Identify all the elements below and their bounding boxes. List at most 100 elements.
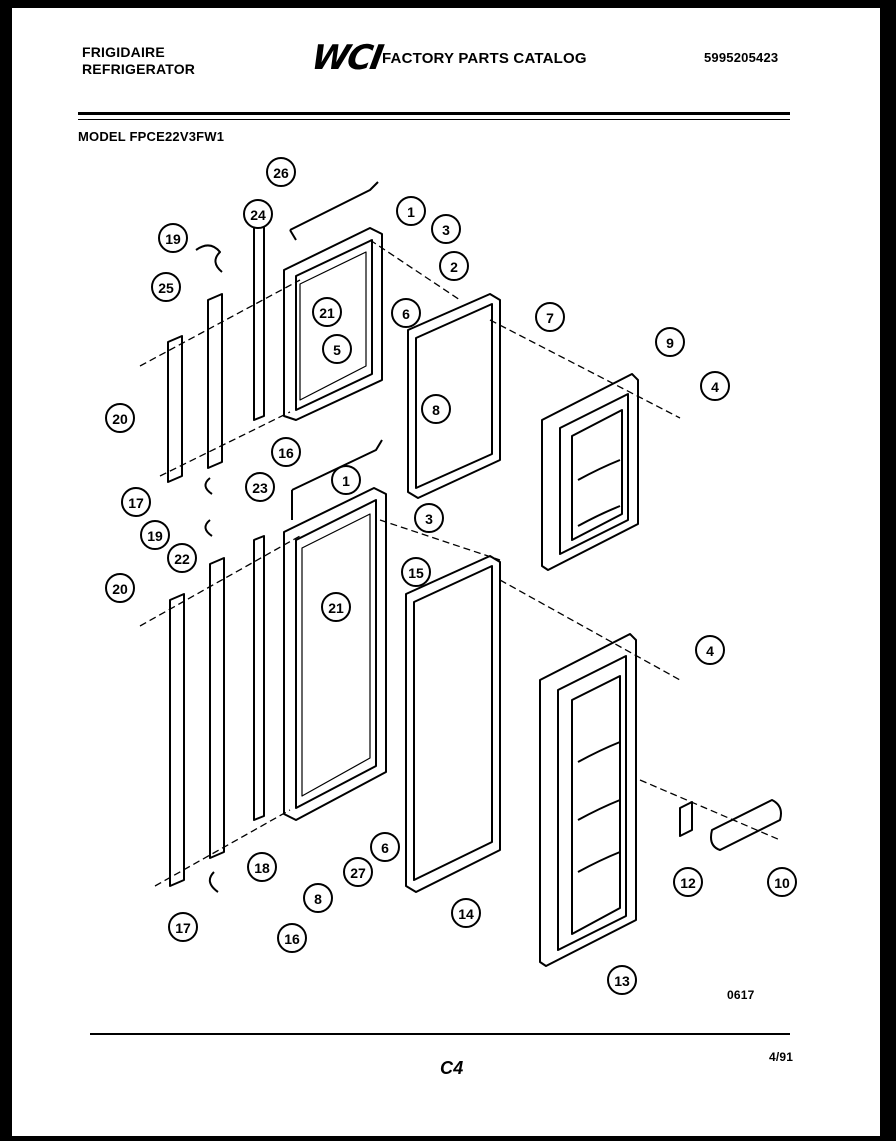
part-callout-22: 22 xyxy=(167,543,197,573)
part-callout-16: 16 xyxy=(277,923,307,953)
part-callout-2: 2 xyxy=(439,251,469,281)
callout-label: 20 xyxy=(112,581,128,597)
lower-door-liner xyxy=(283,487,387,821)
lower-door-trim xyxy=(169,593,185,887)
upper-outer-door xyxy=(541,373,639,571)
catalog-title: FACTORY PARTS CATALOG xyxy=(382,50,587,67)
part-callout-9: 9 xyxy=(655,327,685,357)
part-callout-19: 19 xyxy=(158,223,188,253)
callout-circle xyxy=(321,592,351,622)
part-callout-6: 6 xyxy=(370,832,400,862)
callout-label: 4 xyxy=(706,643,714,659)
callout-label: 17 xyxy=(175,920,191,936)
part-callout-16: 16 xyxy=(271,437,301,467)
callout-circle xyxy=(396,196,426,226)
part-callout-27: 27 xyxy=(343,857,373,887)
part-callout-15: 15 xyxy=(401,557,431,587)
callout-circle xyxy=(266,157,296,187)
callout-label: 27 xyxy=(350,865,366,881)
callout-label: 9 xyxy=(666,335,674,351)
callout-label: 8 xyxy=(432,402,440,418)
figure-code: 0617 xyxy=(727,988,755,1002)
upper-breaker-strip xyxy=(253,221,265,421)
lower-door-handle xyxy=(209,557,225,859)
part-callout-4: 4 xyxy=(700,371,730,401)
part-callout-10: 10 xyxy=(767,867,797,897)
part-callout-7: 7 xyxy=(535,302,565,332)
callout-circle xyxy=(391,298,421,328)
wire-harness-upper xyxy=(289,181,379,241)
callout-circle xyxy=(303,883,333,913)
part-callout-17: 17 xyxy=(168,912,198,942)
part-callout-8: 8 xyxy=(303,883,333,913)
part-callout-19: 19 xyxy=(140,520,170,550)
callout-circle xyxy=(431,214,461,244)
callout-circle xyxy=(655,327,685,357)
upper-door-trim xyxy=(167,335,183,483)
callout-label: 13 xyxy=(614,973,630,989)
callout-label: 12 xyxy=(680,875,696,891)
callout-circle xyxy=(695,635,725,665)
callout-label: 14 xyxy=(458,906,474,922)
callout-circle xyxy=(140,520,170,550)
catalog-sheet xyxy=(12,8,880,1136)
callout-label: 21 xyxy=(319,305,335,321)
upper-door-gasket xyxy=(407,293,501,499)
part-callout-21: 21 xyxy=(312,297,342,327)
page-code: C4 xyxy=(440,1058,464,1078)
callout-circle xyxy=(331,465,361,495)
part-callout-18: 18 xyxy=(247,852,277,882)
callout-circle xyxy=(105,403,135,433)
callout-label: 19 xyxy=(147,528,163,544)
callout-label: 26 xyxy=(273,165,289,181)
lower-outer-door xyxy=(539,633,637,967)
part-callout-5: 5 xyxy=(322,334,352,364)
callout-circle xyxy=(421,394,451,424)
callout-circle xyxy=(167,543,197,573)
callout-circle xyxy=(451,898,481,928)
callout-label: 4 xyxy=(711,379,719,395)
callout-circle xyxy=(414,503,444,533)
callout-label: 25 xyxy=(158,280,174,296)
upper-door-handle xyxy=(207,293,223,469)
callout-circle xyxy=(243,199,273,229)
callout-label: 6 xyxy=(402,306,410,322)
part-callout-13: 13 xyxy=(607,965,637,995)
callout-label: 19 xyxy=(165,231,181,247)
part-callout-17: 17 xyxy=(121,487,151,517)
part-callout-8: 8 xyxy=(421,394,451,424)
part-callout-6: 6 xyxy=(391,298,421,328)
callout-label: 5 xyxy=(333,342,341,358)
callout-label: 16 xyxy=(284,931,300,947)
callout-circle xyxy=(121,487,151,517)
callout-circle xyxy=(158,223,188,253)
callout-label: 23 xyxy=(252,480,268,496)
catalog-part-number: 5995205423 xyxy=(704,50,779,65)
lower-door-gasket xyxy=(405,555,501,893)
callout-label: 3 xyxy=(442,222,450,238)
callout-circle xyxy=(700,371,730,401)
callout-circle xyxy=(168,912,198,942)
callout-label: 8 xyxy=(314,891,322,907)
part-callout-21: 21 xyxy=(321,592,351,622)
callout-circle xyxy=(105,573,135,603)
header-rule-thick xyxy=(78,112,790,115)
callout-circle xyxy=(370,832,400,862)
header-rule-thin xyxy=(78,119,790,120)
callout-label: 10 xyxy=(774,875,790,891)
callout-label: 7 xyxy=(546,310,554,326)
hinge-bracket xyxy=(679,801,693,837)
part-callout-20: 20 xyxy=(105,403,135,433)
callout-label: 15 xyxy=(408,565,424,581)
callout-circle xyxy=(271,437,301,467)
callout-circle xyxy=(439,251,469,281)
callout-circle xyxy=(343,857,373,887)
callout-label: 1 xyxy=(342,473,350,489)
part-callout-1: 1 xyxy=(396,196,426,226)
clip-19-lower xyxy=(204,519,213,537)
upper-clip xyxy=(195,244,223,273)
part-callout-3: 3 xyxy=(431,214,461,244)
callout-circle xyxy=(247,852,277,882)
lower-breaker-strip xyxy=(253,535,265,821)
